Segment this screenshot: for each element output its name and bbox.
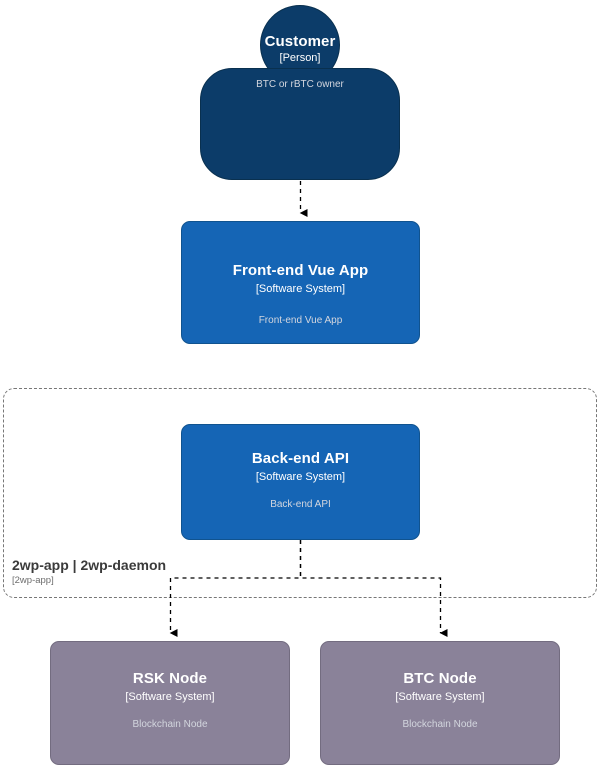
node-backend-api[interactable]: Back-end API [Software System] Back-end … — [181, 424, 420, 540]
boundary-type: [2wp-app] — [12, 575, 54, 586]
node-backend-description: Back-end API — [270, 499, 331, 510]
edge-backend-to-rsk-node — [169, 540, 302, 638]
boundary-2wp-app — [3, 388, 597, 598]
node-rsk-title: RSK Node — [132, 670, 208, 687]
node-frontend-type: [Software System] — [255, 283, 346, 295]
node-frontend-title: Front-end Vue App — [232, 262, 369, 279]
node-btc-title: BTC Node — [403, 670, 477, 687]
node-customer[interactable]: Customer [Person] BTC or rBTC owner — [200, 5, 400, 180]
boundary-label: 2wp-app | 2wp-daemon [2wp-app] — [12, 556, 166, 587]
node-rsk-description: Blockchain Node — [132, 719, 208, 730]
node-backend-type: [Software System] — [255, 471, 346, 483]
edge-backend-to-btc-node — [299, 540, 448, 638]
node-rsk-type: [Software System] — [125, 691, 215, 703]
node-btc-type: [Software System] — [395, 691, 485, 703]
node-backend-title: Back-end API — [251, 450, 350, 467]
node-btc-node[interactable]: BTC Node [Software System] Blockchain No… — [320, 641, 560, 765]
boundary-title: 2wp-app | 2wp-daemon — [12, 557, 167, 573]
node-btc-description: Blockchain Node — [402, 719, 478, 730]
node-frontend-description: Front-end Vue App — [258, 315, 343, 326]
person-body-shape — [200, 68, 400, 180]
node-frontend-vue-app[interactable]: Front-end Vue App [Software System] Fron… — [181, 221, 420, 344]
node-rsk-node[interactable]: RSK Node [Software System] Blockchain No… — [50, 641, 290, 765]
